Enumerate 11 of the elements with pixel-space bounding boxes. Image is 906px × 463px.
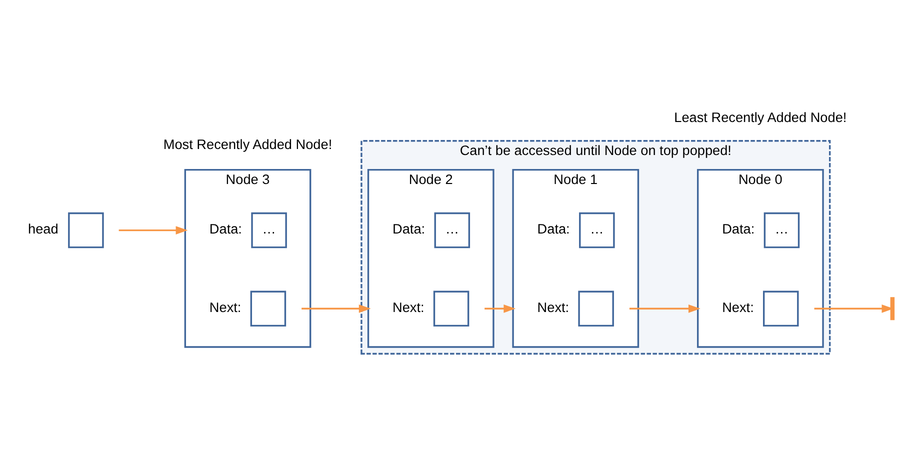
node-label: Least Recently Added Node! [674,109,847,124]
node-label: Data: [392,221,426,236]
node-label: Next: [209,299,242,314]
node-label: Data: [537,221,570,236]
node-label: Next: [392,299,424,314]
node-label: Data: [722,221,755,236]
node-label: Next: [722,299,754,314]
node-label: Most Recently Added Node! [163,136,332,152]
node-label: head [28,221,58,236]
node-label: Next: [537,299,570,314]
node-label: Data: [209,221,242,236]
